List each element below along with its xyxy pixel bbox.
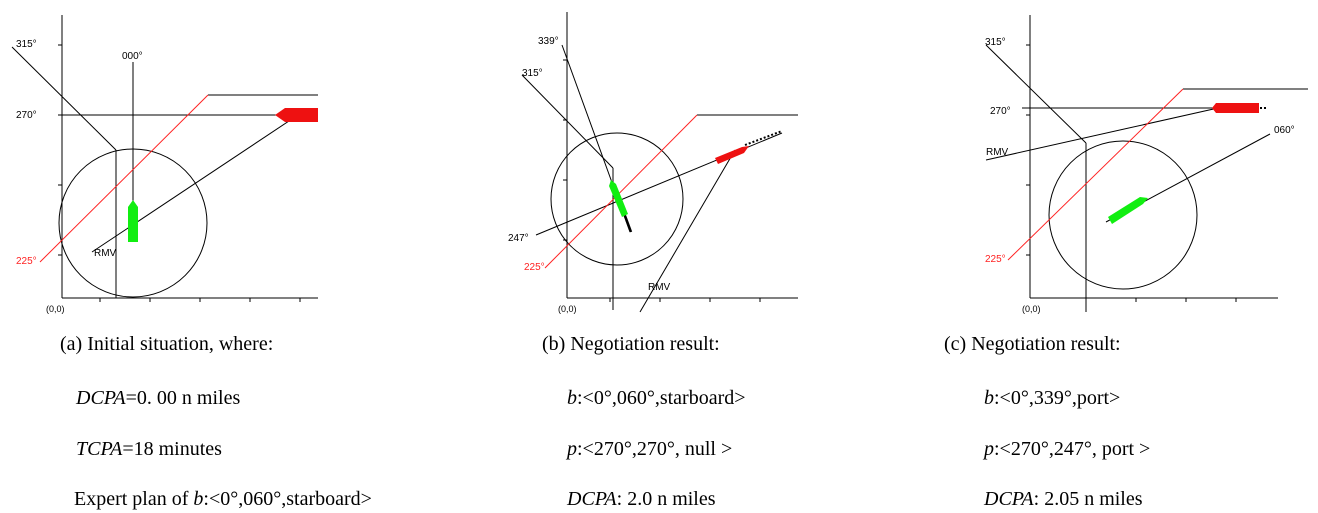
label-rmv: RMV bbox=[648, 282, 671, 293]
panel-b-diagram: 339° 315° 247° 225° RMV (0,0) bbox=[508, 12, 798, 314]
label-000: 000° bbox=[122, 51, 143, 62]
label-rmv: RMV bbox=[94, 248, 117, 259]
label-315: 315° bbox=[985, 37, 1006, 48]
label-315: 315° bbox=[16, 39, 37, 50]
caption-a-tcpa-value: =18 minutes bbox=[122, 438, 222, 460]
caption-c-dcpa: DCPA: 2.05 n miles bbox=[984, 487, 1143, 511]
caption-b-plan-p: p:<270°,270°, null > bbox=[567, 437, 732, 461]
caption-a-plan-value: :<0°,060°,starboard> bbox=[203, 488, 372, 510]
rmv-line bbox=[985, 107, 1219, 161]
red-ship bbox=[275, 108, 318, 122]
panel-a-diagram: 315° 000° 270° 225° RMV (0,0) bbox=[11, 15, 318, 314]
label-225: 225° bbox=[524, 262, 545, 273]
bearing-line-315 bbox=[521, 74, 614, 169]
caption-a-plan-pre: Expert plan of bbox=[74, 488, 194, 510]
origin-label: (0,0) bbox=[46, 304, 65, 314]
range-circle bbox=[550, 132, 684, 266]
caption-c-plan-p: p:<270°,247°, port > bbox=[984, 437, 1150, 461]
range-circle bbox=[1048, 140, 1198, 290]
caption-c-plan-p-var: p bbox=[984, 438, 994, 460]
caption-a-dcpa: DCPA=0. 00 n miles bbox=[76, 386, 240, 410]
caption-c-dcpa-var: DCPA bbox=[984, 488, 1034, 510]
red-ship bbox=[715, 146, 749, 164]
label-315: 315° bbox=[522, 68, 543, 79]
label-225: 225° bbox=[16, 256, 37, 267]
caption-a-tcpa: TCPA=18 minutes bbox=[76, 437, 222, 461]
bearing-line-315 bbox=[11, 46, 117, 151]
caption-a-dcpa-var: DCPA bbox=[76, 387, 126, 409]
label-270: 270° bbox=[990, 106, 1011, 117]
caption-b-dcpa: DCPA: 2.0 n miles bbox=[567, 487, 716, 511]
green-ship bbox=[128, 200, 138, 242]
caption-a-plan: Expert plan of b:<0°,060°,starboard> bbox=[74, 487, 372, 511]
bearing-line-315 bbox=[985, 44, 1087, 144]
caption-b-dcpa-var: DCPA bbox=[567, 488, 617, 510]
track-dots bbox=[744, 130, 783, 146]
label-270: 270° bbox=[16, 110, 37, 121]
label-247: 247° bbox=[508, 233, 529, 244]
caption-a-title: (a) Initial situation, where: bbox=[60, 333, 274, 355]
caption-b-dcpa-value: : 2.0 n miles bbox=[616, 488, 716, 510]
caption-c-plan-b: b:<0°,339°,port> bbox=[984, 386, 1120, 410]
red-ship bbox=[1212, 103, 1259, 113]
label-339: 339° bbox=[538, 36, 559, 47]
caption-a-plan-var: b bbox=[193, 488, 204, 510]
caption-c-plan-b-value: :<0°,339°,port> bbox=[994, 387, 1121, 409]
boundary-line-225 bbox=[544, 114, 698, 269]
caption-b-title: (b) Negotiation result: bbox=[542, 333, 720, 355]
caption-a-tcpa-var: TCPA bbox=[76, 438, 123, 460]
caption-b-plan-p-value: :<270°,270°, null > bbox=[577, 438, 733, 460]
caption-a-dcpa-value: =0. 00 n miles bbox=[125, 387, 241, 409]
label-225: 225° bbox=[985, 254, 1006, 265]
caption-c-plan-p-value: :<270°,247°, port > bbox=[994, 438, 1151, 460]
rmv-line bbox=[91, 114, 299, 253]
rmv-line bbox=[639, 149, 736, 313]
caption-c-plan-b-var: b bbox=[984, 387, 994, 409]
caption-b-plan-b-var: b bbox=[567, 387, 577, 409]
label-rmv: RMV bbox=[986, 147, 1009, 158]
caption-b-plan-b-value: :<0°,060°,starboard> bbox=[577, 387, 746, 409]
caption-c-dcpa-value: : 2.05 n miles bbox=[1033, 488, 1143, 510]
panel-c-diagram: 315° 270° RMV 060° 225° (0,0) bbox=[985, 15, 1308, 314]
caption-b-plan-b: b:<0°,060°,starboard> bbox=[567, 386, 746, 410]
label-060: 060° bbox=[1274, 125, 1295, 136]
green-ship bbox=[1108, 197, 1148, 224]
green-ship bbox=[609, 180, 628, 217]
origin-label: (0,0) bbox=[1022, 304, 1041, 314]
origin-label: (0,0) bbox=[558, 304, 577, 314]
caption-b-plan-p-var: p bbox=[567, 438, 577, 460]
boundary-line-225 bbox=[1007, 88, 1184, 261]
boundary-line-225 bbox=[39, 94, 209, 263]
caption-c-title: (c) Negotiation result: bbox=[944, 333, 1121, 355]
